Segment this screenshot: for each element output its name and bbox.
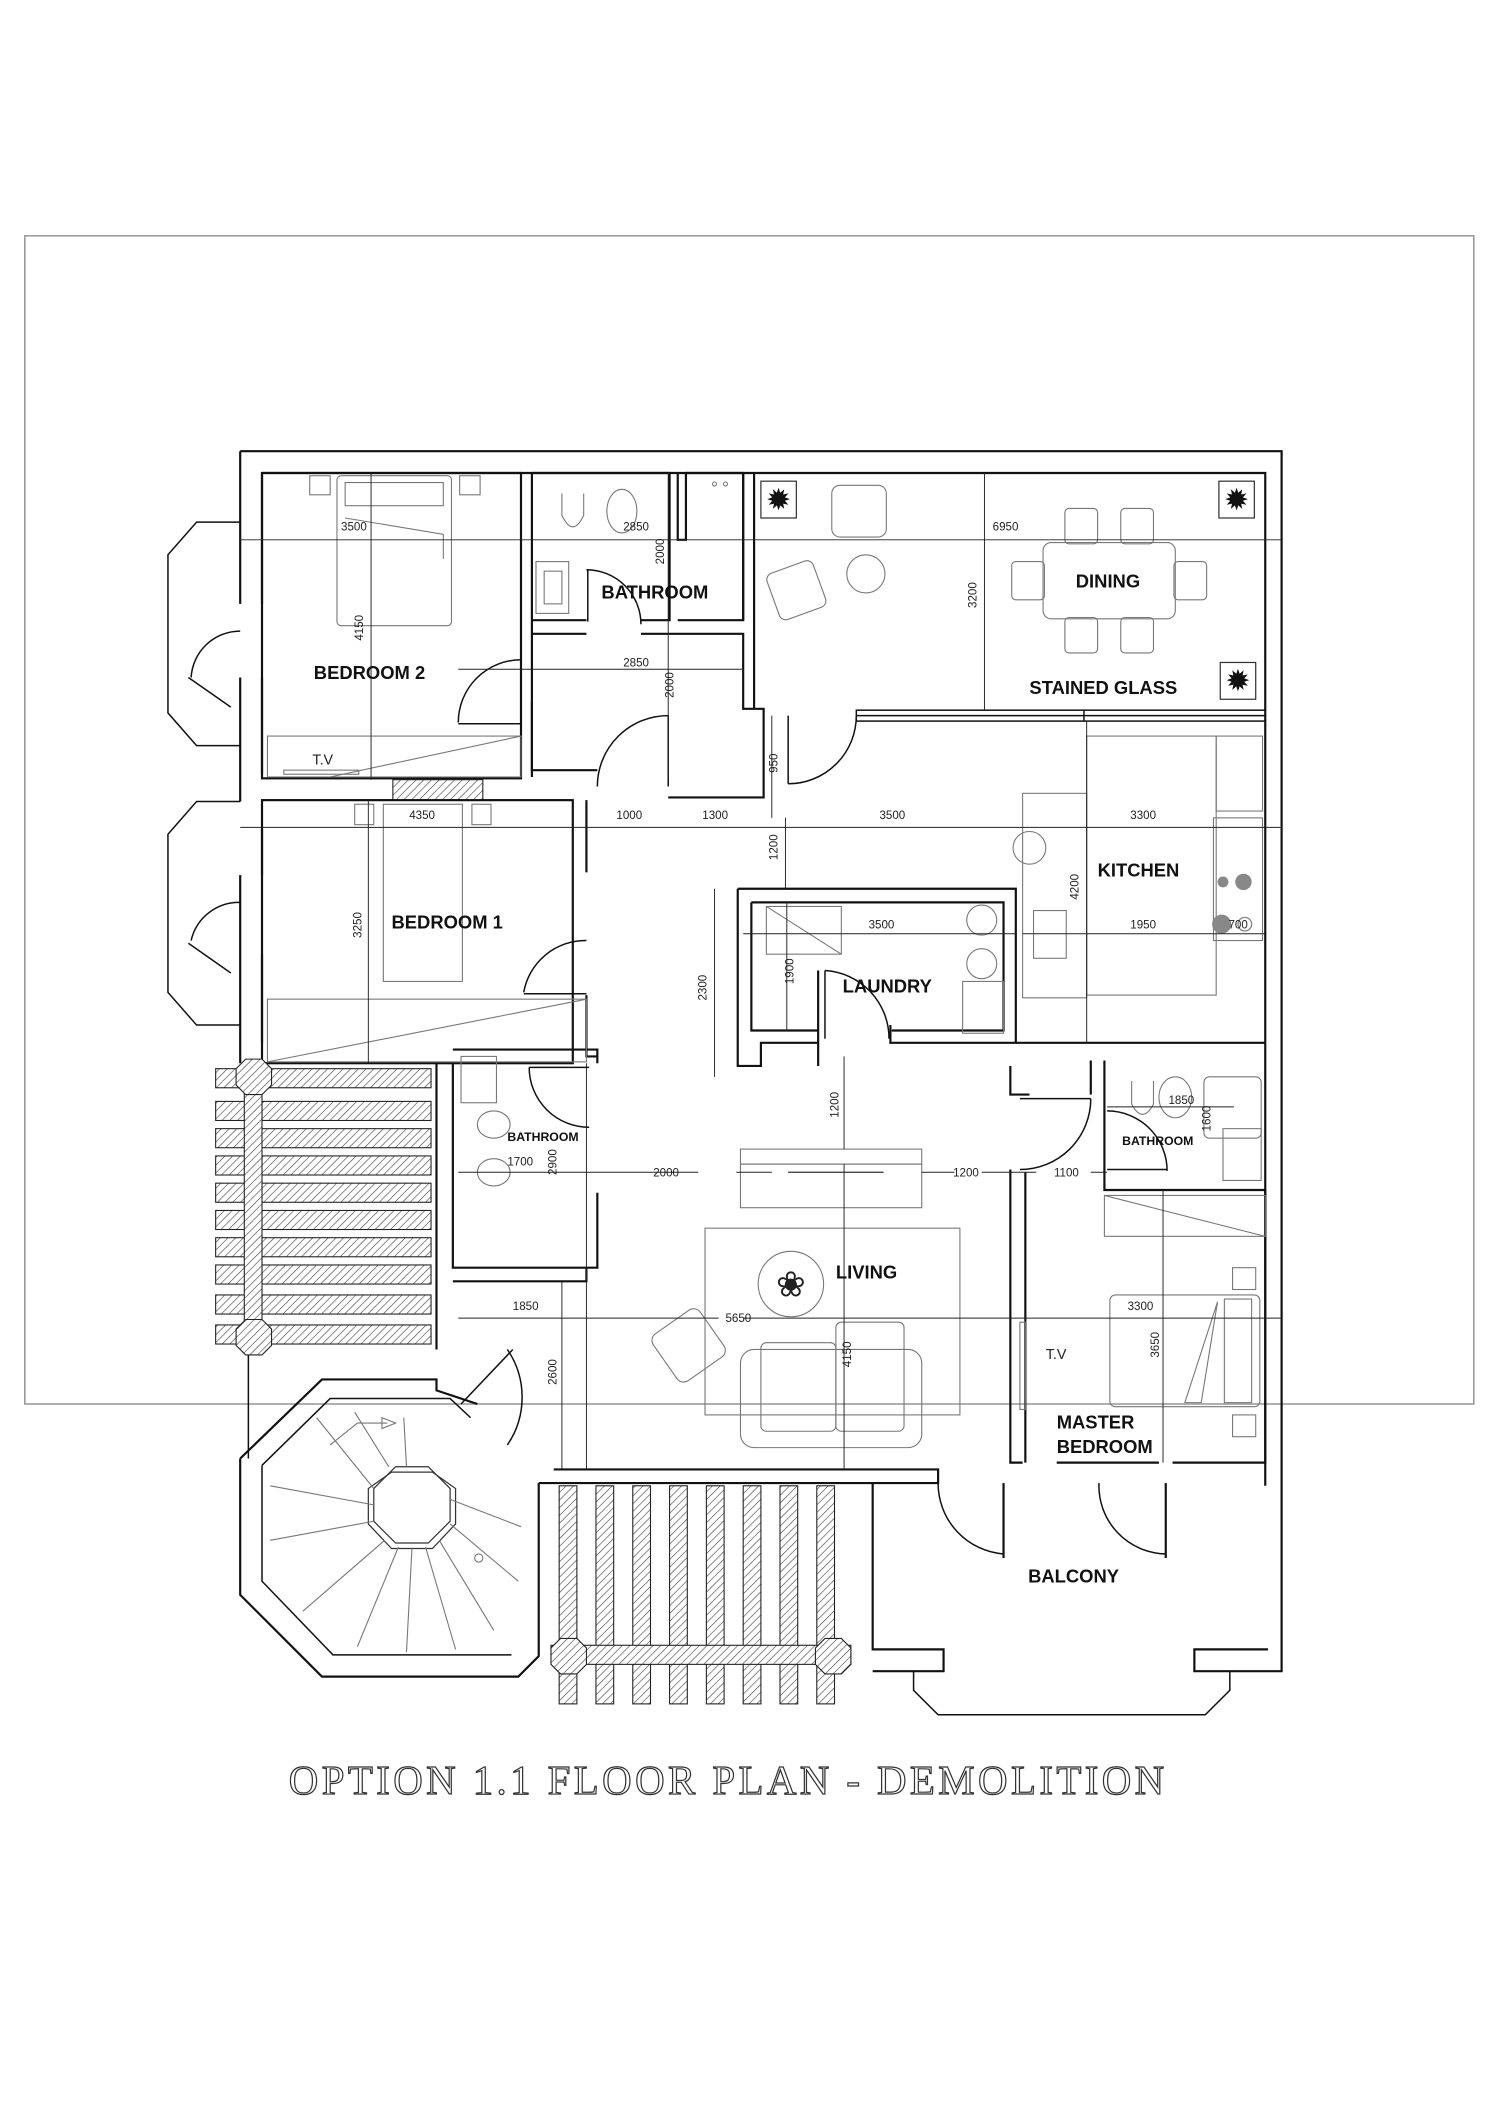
room-label-bedroom-2: BEDROOM 2 (314, 662, 425, 683)
dim-bath-left-depth: 2900 (547, 1149, 559, 1175)
dim-bedroom1-width: 4350 (409, 810, 435, 822)
room-label-bathroom-right: BATHROOM (1122, 1134, 1193, 1148)
spiral-staircase (270, 1411, 522, 1653)
dim-kitchen-depth: 4200 (1070, 874, 1082, 900)
dim-hall-2300: 2300 (697, 975, 709, 1001)
room-label-laundry: LAUNDRY (843, 975, 932, 996)
svg-text:✹: ✹ (1225, 665, 1250, 698)
dim-bath-left-width: 1700 (507, 1156, 533, 1168)
furniture: ✹ ✹ ✹ (266, 475, 1266, 1449)
dim-living-width: 5650 (725, 1313, 751, 1325)
dim-corridor-1300: 1300 (702, 810, 728, 822)
svg-text:✹: ✹ (1224, 484, 1249, 517)
dim-hall-depth: 2000 (665, 672, 677, 698)
room-label-stained-glass: STAINED GLASS (1029, 677, 1177, 698)
dim-dining-width: 6950 (993, 521, 1019, 533)
room-label-living: LIVING (836, 1262, 897, 1283)
dim-hall-width: 2850 (623, 658, 649, 670)
pergola-bottom (550, 1485, 852, 1705)
dim-living-1200-right: 1200 (953, 1167, 979, 1179)
room-label-bathroom-top: BATHROOM (601, 581, 708, 602)
room-label-balcony: BALCONY (1028, 1566, 1119, 1587)
dim-laundry-width: 3500 (869, 919, 895, 931)
dim-kitchen-700: 700 (1228, 919, 1247, 931)
tv-label-master: T.V (1046, 1347, 1067, 1363)
dimension-labels: 3500 4150 2850 2000 2850 2000 6950 3200 … (341, 521, 1248, 1385)
dim-bath-right-depth: 1600 (1202, 1106, 1214, 1132)
room-label-master-line1: MASTER (1057, 1412, 1135, 1433)
room-label-master-line2: BEDROOM (1057, 1436, 1153, 1457)
dim-kitchen-width: 3300 (1130, 810, 1156, 822)
dim-bedroom2-width: 3500 (341, 521, 367, 533)
dim-bath-right-width: 1850 (1168, 1095, 1194, 1107)
dim-living-2000: 2000 (653, 1167, 679, 1179)
dim-living-1850: 1850 (513, 1301, 539, 1313)
dim-corridor-1100: 1100 (1054, 1167, 1079, 1179)
room-label-dining: DINING (1076, 571, 1140, 592)
dim-bathroom-top-depth: 2000 (655, 539, 667, 565)
dimension-lines (240, 472, 1282, 1470)
svg-text:❀: ❀ (776, 1264, 806, 1304)
dim-master-width: 3300 (1128, 1301, 1154, 1313)
drawing-title-visible: OPTION 1.1 FLOOR PLAN - DEMOLITION (289, 1758, 1168, 1803)
dim-corridor-1000: 1000 (616, 810, 642, 822)
tv-label-bedroom-2: T.V (312, 753, 333, 769)
dim-hall-1200: 1200 (768, 834, 780, 860)
room-label-kitchen: KITCHEN (1098, 859, 1180, 880)
dim-bedroom2-depth: 4150 (354, 615, 366, 641)
dim-kitchen-1950: 1950 (1130, 919, 1156, 931)
dim-living-1200-top: 1200 (830, 1092, 842, 1118)
sheet-border (24, 235, 1475, 1405)
dim-dining-depth: 3200 (967, 582, 979, 608)
dim-door-950: 950 (768, 754, 780, 773)
dim-bedroom1-depth: 3250 (353, 912, 365, 938)
room-label-bedroom-1: BEDROOM 1 (392, 911, 503, 932)
dim-stair-2600: 2600 (547, 1359, 559, 1385)
room-label-bathroom-left: BATHROOM (507, 1130, 578, 1144)
doors (187, 569, 1168, 1555)
dim-bathroom-top-width: 2850 (623, 521, 649, 533)
svg-text:✹: ✹ (766, 484, 791, 517)
dim-master-depth: 3650 (1150, 1332, 1162, 1358)
pergola-left (215, 1058, 432, 1356)
dim-laundry-depth: 1900 (785, 958, 797, 984)
dim-living-depth: 4150 (842, 1341, 854, 1367)
dim-kitchen-run-3500: 3500 (879, 810, 905, 822)
